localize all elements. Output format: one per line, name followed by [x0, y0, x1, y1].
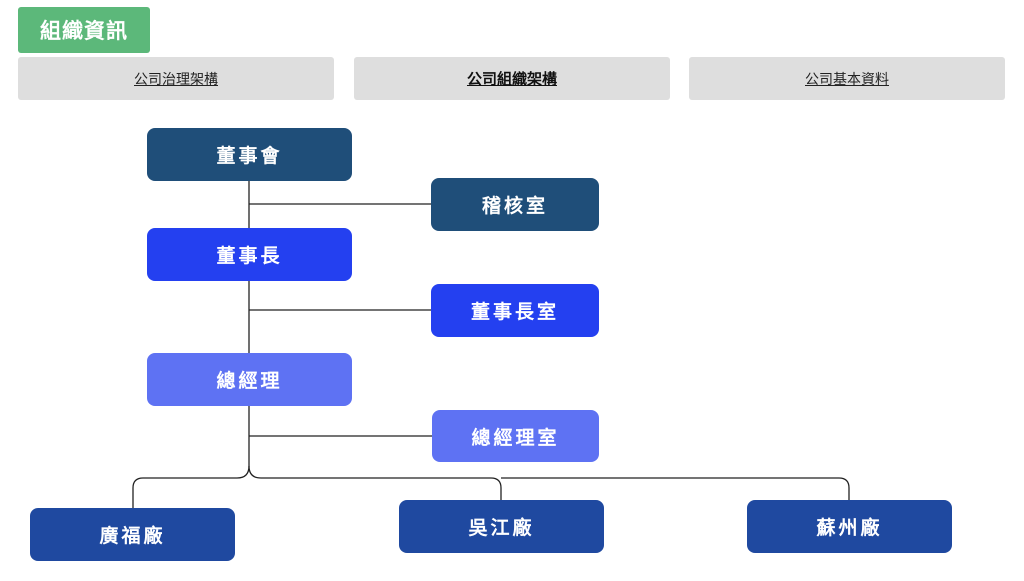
node-factory-guangfu: 廣福廠	[30, 508, 235, 561]
node-audit-office: 稽核室	[431, 178, 599, 231]
connector-factory-3	[501, 477, 850, 500]
node-factory-wujiang: 吳江廠	[399, 500, 604, 553]
connector-factory-2	[248, 465, 502, 500]
node-general-manager: 總經理	[147, 353, 352, 406]
node-chairman: 董事長	[147, 228, 352, 281]
section-title: 組織資訊	[18, 7, 150, 53]
tab-company-basic-info[interactable]: 公司基本資料	[689, 57, 1005, 100]
node-general-manager-office: 總經理室	[432, 410, 599, 462]
node-factory-suzhou: 蘇州廠	[747, 500, 952, 553]
connector-factory-1	[132, 465, 250, 508]
node-chairman-office: 董事長室	[431, 284, 599, 337]
node-board-of-directors: 董事會	[147, 128, 352, 181]
tab-organization-structure[interactable]: 公司組織架構	[354, 57, 670, 100]
tab-corporate-governance[interactable]: 公司治理架構	[18, 57, 334, 100]
